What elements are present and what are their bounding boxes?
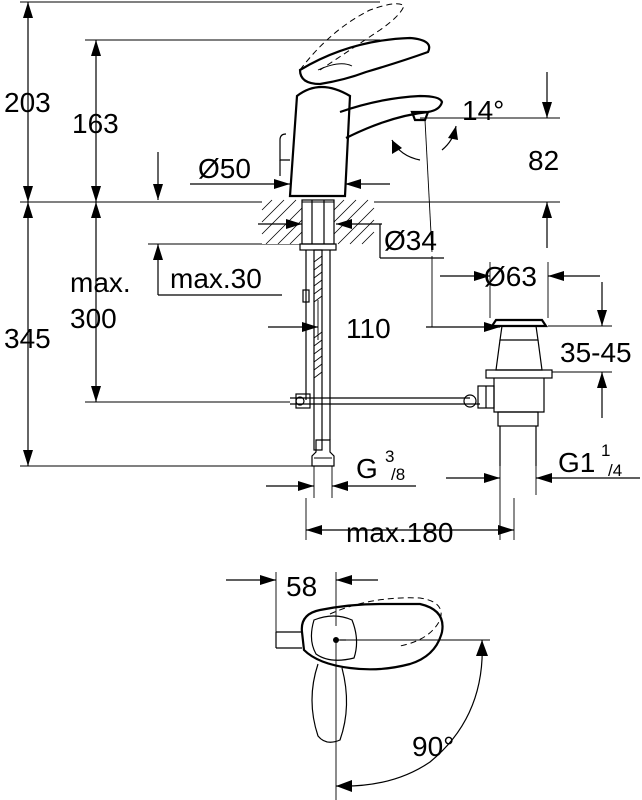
- top-view: [275, 597, 490, 800]
- label-203: 203: [4, 87, 51, 118]
- faucet-body: [279, 3, 444, 198]
- dimension-max300: max. 300: [70, 202, 131, 402]
- label-g114-den: /4: [608, 461, 622, 480]
- dimension-d63: Ø63: [431, 256, 600, 327]
- label-345: 345: [4, 323, 51, 354]
- dimension-g114: G1 1 /4: [446, 441, 640, 483]
- dimension-110: 110: [268, 300, 500, 344]
- label-g114-num: 1: [601, 441, 610, 460]
- label-max: max.: [70, 267, 131, 298]
- label-110: 110: [346, 313, 391, 344]
- label-d34: Ø34: [384, 225, 437, 256]
- label-58: 58: [286, 571, 317, 602]
- label-82: 82: [528, 145, 559, 176]
- label-g114-g1: G1: [558, 447, 595, 478]
- label-d50: Ø50: [198, 153, 251, 184]
- label-35-45: 35-45: [560, 337, 632, 368]
- label-d63: Ø63: [484, 261, 537, 292]
- dimension-58: 58: [226, 571, 378, 632]
- label-300: 300: [70, 303, 117, 334]
- label-max30: max.30: [170, 263, 262, 294]
- dimension-max180: max.180: [305, 498, 515, 548]
- dimension-g38: G 3 /8: [266, 447, 416, 498]
- dimension-203: 203: [4, 2, 51, 202]
- dimension-d34: Ø34: [258, 219, 444, 259]
- dimension-82: 82: [528, 72, 559, 248]
- deck-section: [261, 199, 375, 245]
- dimension-90deg: 90°: [335, 639, 488, 792]
- dimension-14deg: 14°: [391, 95, 504, 253]
- dimension-d50: Ø50: [190, 153, 390, 189]
- dimension-max30: max.30: [148, 152, 300, 296]
- label-max180: max.180: [346, 517, 453, 548]
- label-163: 163: [72, 108, 119, 139]
- label-90deg: 90°: [412, 731, 454, 762]
- dimension-35-45: 35-45: [548, 282, 632, 418]
- waste-valve: [477, 318, 553, 540]
- label-g38-num: 3: [385, 447, 394, 466]
- dimension-163: 163: [72, 40, 119, 202]
- label-g38-g: G: [356, 453, 378, 484]
- label-g38-den: /8: [391, 465, 405, 484]
- dimension-345: 345: [4, 202, 51, 466]
- label-14deg: 14°: [462, 95, 504, 126]
